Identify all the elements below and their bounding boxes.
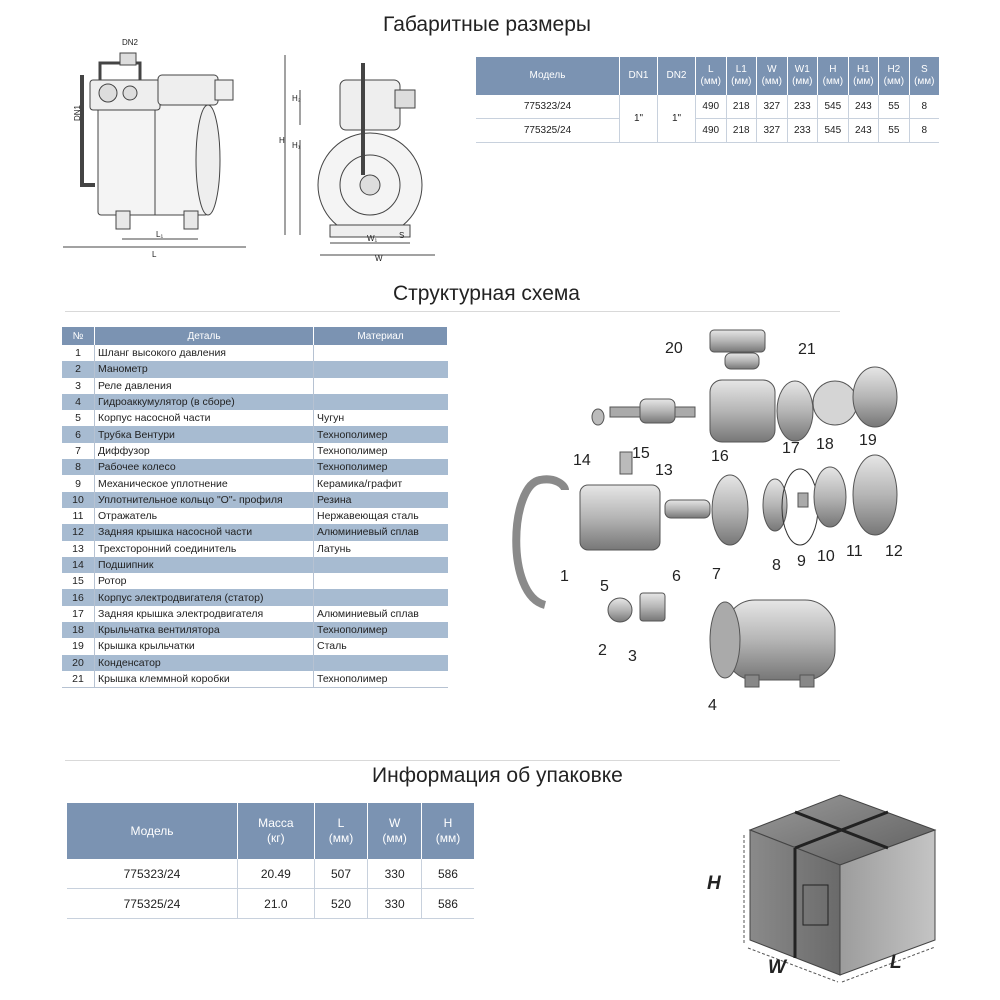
part-label: 8 (772, 557, 781, 574)
front-view-drawing: H H₁ H₂ W₁ W S (279, 55, 435, 263)
header-w: W(мм) (756, 57, 788, 95)
header-part: Деталь (94, 327, 314, 345)
header-model: Модель (67, 803, 238, 859)
dimensions-title: Габаритные размеры (383, 13, 591, 36)
structure-title: Структурная схема (393, 282, 580, 305)
part-label: 7 (712, 566, 721, 583)
header-model: Модель (476, 57, 620, 95)
label-dn2: DN2 (122, 38, 139, 47)
label-l: L (152, 250, 157, 259)
part-label: 19 (859, 432, 877, 449)
part-label: 9 (797, 553, 806, 570)
part-label: 20 (665, 340, 683, 357)
exploded-view: 1 2 3 4 5 6 7 8 9 10 11 12 13 14 15 16 1… (512, 329, 903, 714)
packing-title: Информация об упаковке (372, 764, 623, 787)
label-l1: L₁ (156, 230, 163, 239)
header-number: № (62, 327, 95, 345)
header-h2: H2(мм) (878, 57, 910, 95)
part-label: 12 (885, 543, 903, 560)
header-w: W(мм) (367, 803, 422, 859)
label-h1: H₁ (292, 141, 301, 150)
header-dn2: DN2 (657, 57, 696, 95)
label-h2: H₂ (292, 94, 301, 103)
part-label: 14 (573, 452, 591, 469)
part-label: 4 (708, 697, 717, 714)
part-label: 21 (798, 341, 816, 358)
part-label: 3 (628, 648, 637, 665)
header-material: Материал (313, 327, 448, 345)
box-illustration (743, 794, 937, 983)
divider (65, 311, 840, 312)
header-h: H(мм) (817, 57, 849, 95)
part-label: 10 (817, 548, 835, 565)
divider (65, 760, 840, 761)
header-l: L(мм) (314, 803, 369, 859)
part-label: 16 (711, 448, 729, 465)
header-h1: H1(мм) (848, 57, 880, 95)
header-l: L(мм) (695, 57, 727, 95)
label-w1: W₁ (367, 234, 378, 243)
box-label-l: L (890, 952, 902, 973)
box-label-w: W (768, 957, 786, 978)
dimensions-table: Модель DN1 DN2 L(мм) L1(мм) W(мм) W1(мм)… (476, 57, 939, 143)
part-label: 18 (816, 436, 834, 453)
label-w: W (375, 254, 383, 263)
part-label: 11 (846, 543, 863, 560)
label-dn1: DN1 (73, 104, 82, 121)
label-s: S (399, 231, 404, 240)
side-view-drawing: DN2 DN1 L₁ L (63, 38, 246, 259)
header-mass: Масса(кг) (237, 803, 315, 859)
label-h: H (279, 136, 285, 145)
part-label: 6 (672, 568, 681, 585)
header-h: H(мм) (421, 803, 474, 859)
packing-table: Модель Масса(кг) L(мм) W(мм) H(мм) 77532… (67, 803, 474, 919)
part-label: 1 (560, 568, 569, 585)
part-label: 17 (782, 440, 800, 457)
header-s: S(мм) (909, 57, 939, 95)
header-dn1: DN1 (619, 57, 658, 95)
part-label: 2 (598, 642, 607, 659)
part-label: 5 (600, 578, 609, 595)
box-label-h: H (707, 873, 721, 894)
header-w1: W1(мм) (787, 57, 819, 95)
header-l1: L1(мм) (726, 57, 758, 95)
part-label: 13 (655, 462, 673, 479)
part-label: 15 (632, 445, 650, 462)
